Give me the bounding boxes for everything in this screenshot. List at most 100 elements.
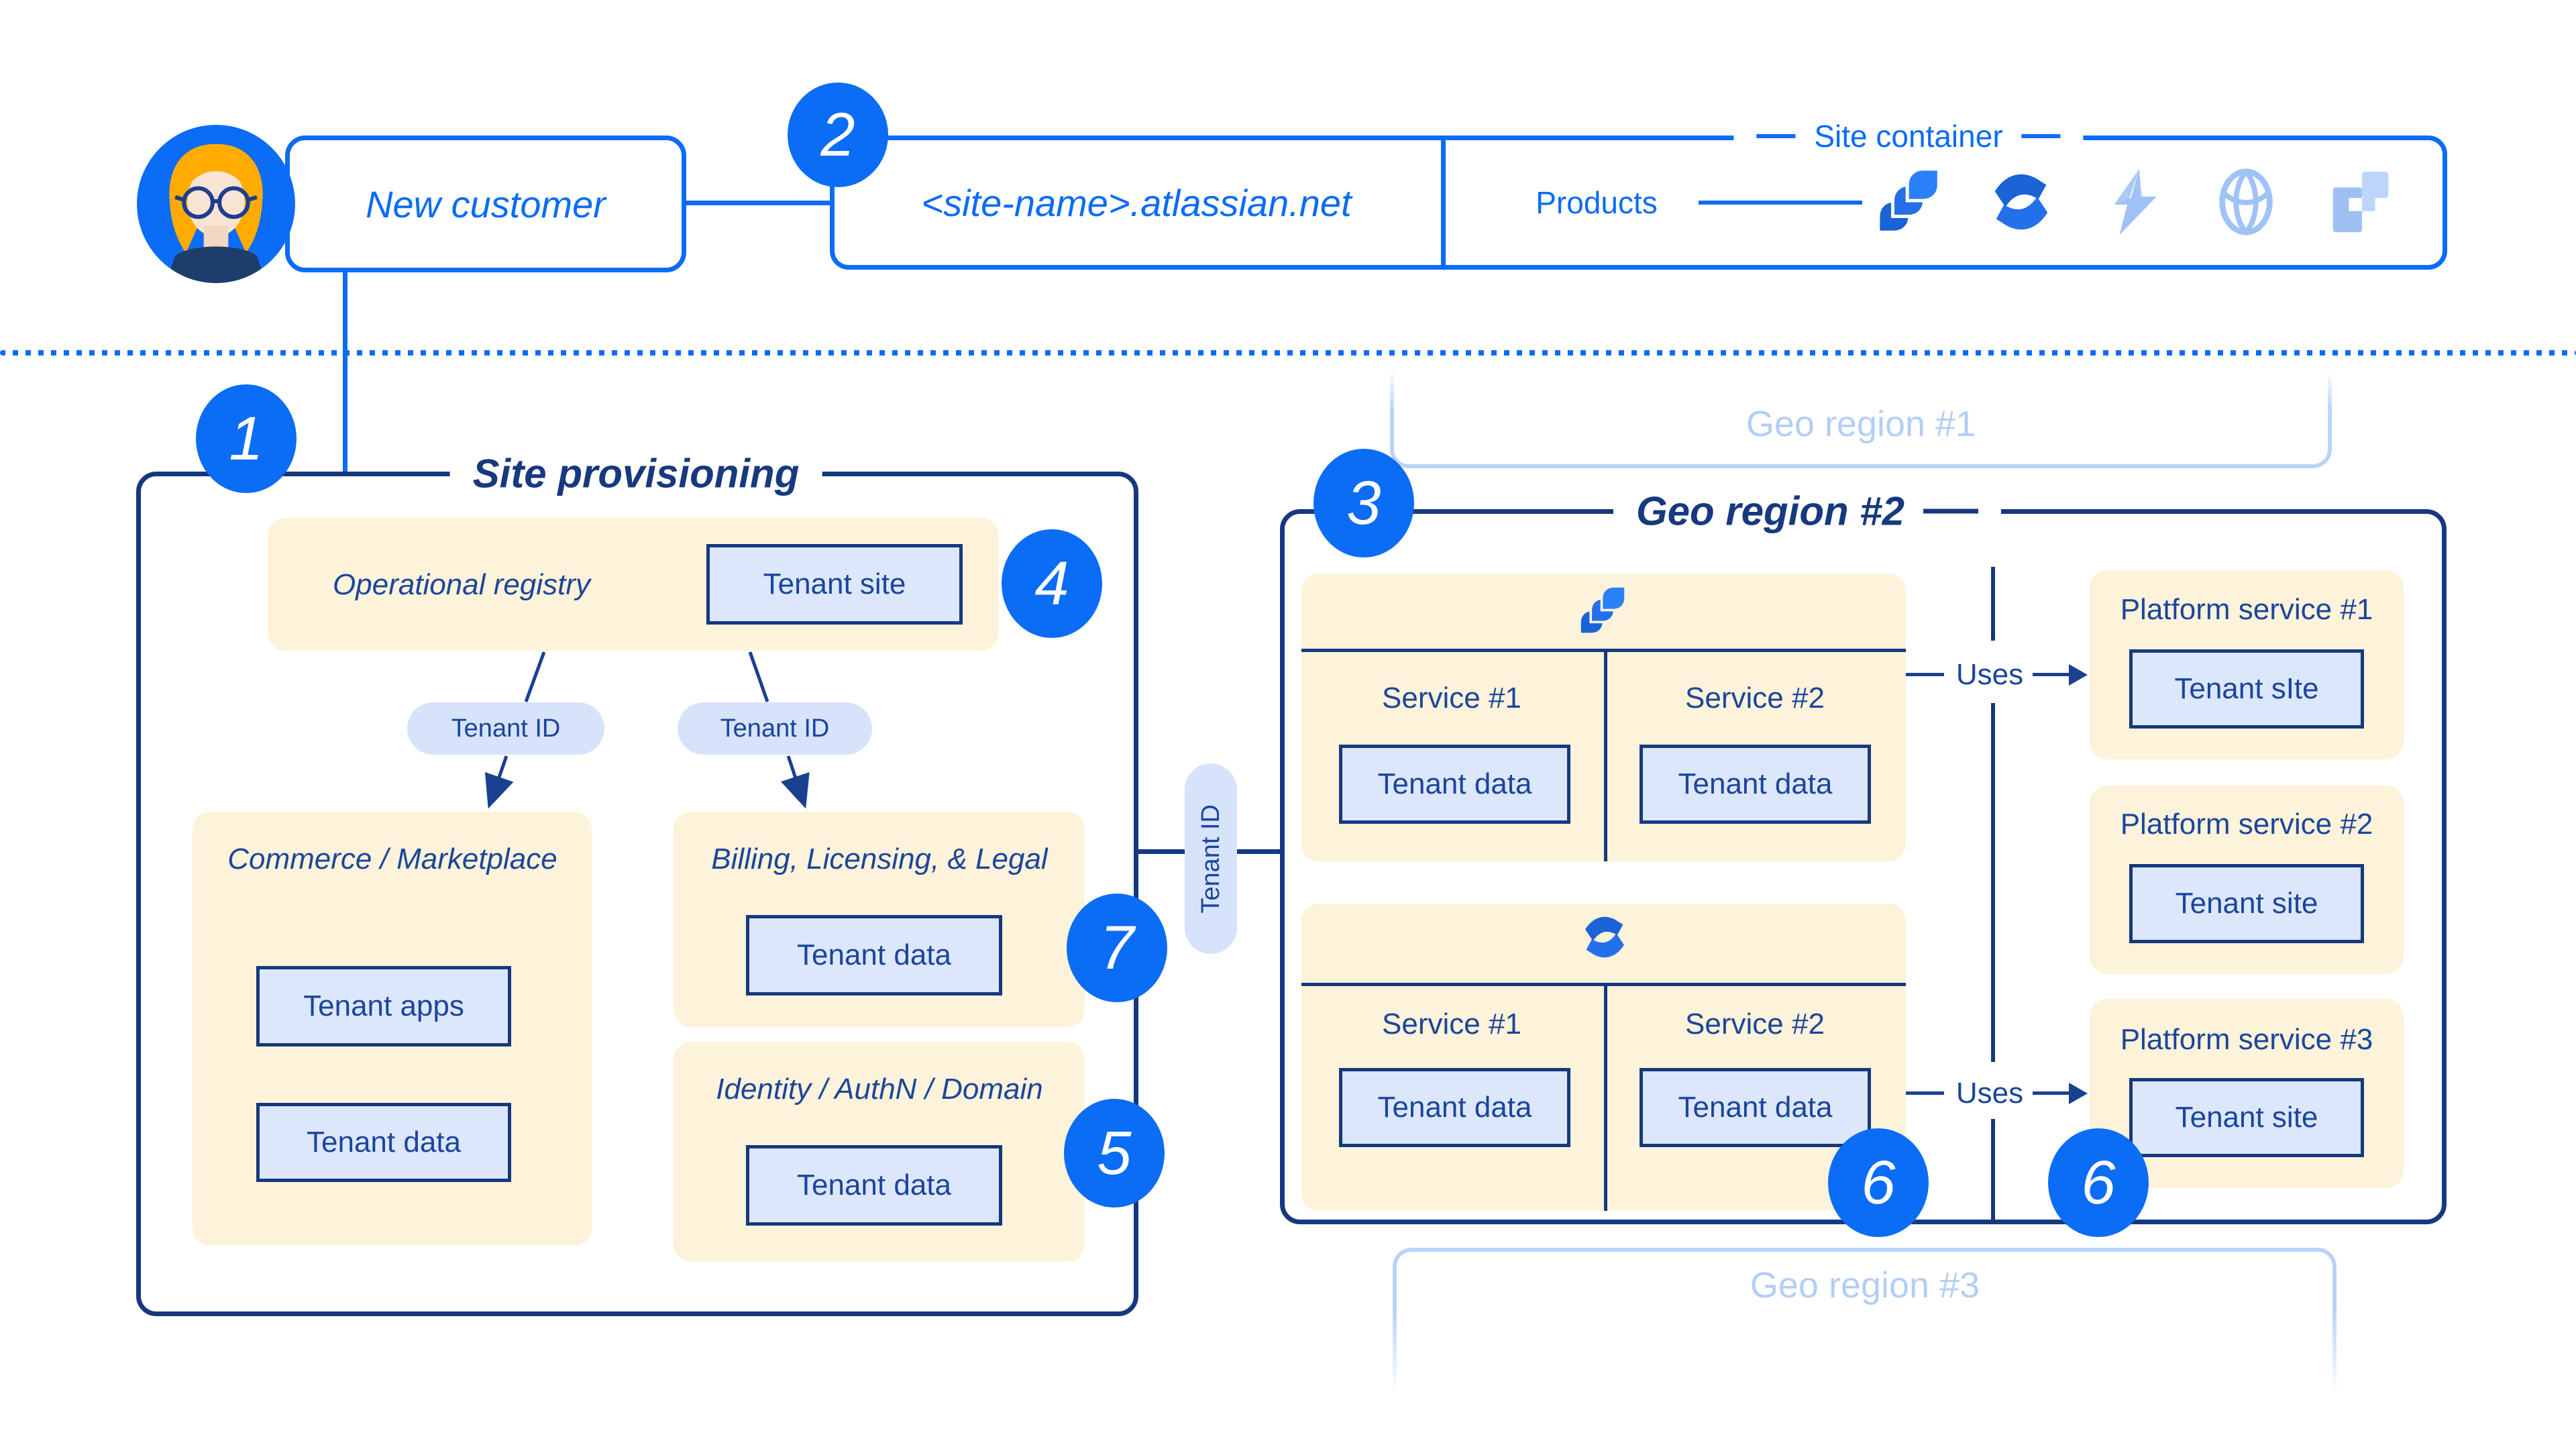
tenant-site-label: Tenant site	[2175, 1101, 2318, 1134]
step-badge-4: 4	[1002, 529, 1102, 638]
commerce-label: Commerce / Marketplace	[227, 843, 557, 875]
jira-services-rule	[1301, 649, 1906, 652]
service-1-label: Service #1	[1382, 682, 1521, 714]
jira-services-divider	[1604, 649, 1607, 861]
confluence-services-rule	[1301, 983, 1906, 986]
service-2-label: Service #2	[1685, 1008, 1825, 1040]
operational-registry-label: Operational registry	[333, 568, 590, 601]
title-dash-left	[1756, 134, 1796, 138]
uses-dash	[1906, 673, 1944, 676]
step-badge-3: 3	[1313, 449, 1414, 557]
products-line	[1699, 201, 1862, 205]
step-badge-7: 7	[1067, 894, 1167, 1002]
tenant-id-pill-vertical: Tenant ID	[1185, 763, 1237, 954]
tenant-site-box-registry: Tenant site	[706, 544, 963, 625]
geo2-divider-segment	[1991, 567, 1995, 641]
geo-region-2-title: Geo region #2	[1613, 488, 2002, 535]
tenant-id-label: Tenant ID	[720, 714, 830, 743]
geo2-divider-segment	[1991, 1119, 1995, 1220]
tenant-id-pill-right: Tenant ID	[678, 702, 872, 755]
tenant-apps-label: Tenant apps	[303, 989, 464, 1022]
badge-number: 4	[1034, 549, 1069, 618]
tenant-site-box-ps2: Tenant site	[2129, 864, 2364, 943]
confluence-icon	[1578, 911, 1631, 967]
badge-number: 1	[229, 404, 264, 473]
geo-region-1-fade	[1382, 360, 2341, 412]
new-customer-label: New customer	[366, 182, 606, 225]
geo-region-3-fade	[1382, 1309, 2348, 1424]
tenant-data-label: Tenant data	[797, 1169, 951, 1201]
blocks-icon	[2325, 166, 2396, 241]
badge-number: 7	[1099, 913, 1134, 982]
lightning-icon	[2100, 166, 2171, 241]
badge-number: 3	[1346, 468, 1381, 537]
avatar-icon	[137, 125, 295, 283]
platform-service-3-label: Platform service #3	[2120, 1023, 2373, 1056]
site-container-box	[830, 136, 2447, 270]
tenant-site-box-ps3: Tenant site	[2129, 1078, 2364, 1157]
badge-number: 6	[1861, 1148, 1896, 1217]
new-customer-box: New customer	[285, 136, 686, 272]
dotted-separator	[0, 350, 2576, 356]
geo2-divider-segment	[1991, 703, 1995, 1062]
customer-avatar	[134, 122, 298, 286]
platform-service-1-label: Platform service #1	[2120, 593, 2373, 626]
tenant-site-box-ps1: Tenant sIte	[2129, 649, 2364, 729]
uses-arrow-line	[2033, 1091, 2070, 1095]
geo-region-1-label: Geo region #1	[1746, 404, 1976, 444]
badge-number: 2	[820, 100, 855, 169]
tenant-data-box-confluence-s1: Tenant data	[1339, 1068, 1570, 1147]
products-label: Products	[1536, 185, 1658, 220]
site-name-cell: <site-name>.atlassian.net	[835, 140, 1438, 265]
tenant-data-label: Tenant data	[1678, 1091, 1833, 1124]
uses-arrowhead	[2069, 664, 2088, 686]
globe-icon	[2210, 166, 2282, 241]
uses-label: Uses	[1955, 1077, 2024, 1110]
tenant-data-label: Tenant data	[1377, 767, 1532, 800]
uses-dash	[1906, 1091, 1944, 1095]
tenant-data-label: Tenant data	[797, 938, 951, 971]
tenant-data-box-jira-s2: Tenant data	[1640, 745, 1871, 824]
tenant-data-label: Tenant data	[1377, 1091, 1532, 1124]
step-badge-6-right: 6	[2048, 1128, 2149, 1237]
tenant-data-box-identity: Tenant data	[746, 1145, 1002, 1226]
jira-icon	[1876, 166, 1947, 241]
site-container-label: Site container	[1814, 119, 2003, 154]
connector-customer-site	[686, 201, 830, 205]
step-badge-5: 5	[1064, 1099, 1165, 1208]
confluence-services-divider	[1604, 983, 1607, 1211]
tenant-id-label: Tenant ID	[451, 714, 561, 743]
identity-label: Identity / AuthN / Domain	[716, 1073, 1043, 1106]
service-1-label: Service #1	[1382, 1008, 1521, 1040]
tenant-site-label: Tenant site	[2175, 887, 2318, 920]
jira-icon	[1578, 584, 1631, 641]
title-dash-right	[1923, 508, 1979, 514]
geo-region-3-label: Geo region #3	[1750, 1265, 1980, 1305]
uses-label: Uses	[1955, 658, 2024, 691]
site-container-title: Site container	[1733, 118, 2084, 154]
step-badge-2: 2	[788, 83, 888, 187]
tenant-data-label: Tenant data	[1678, 767, 1833, 800]
uses-arrow-line	[2033, 673, 2070, 676]
badge-number: 6	[2081, 1148, 2116, 1217]
tenant-id-pill-left: Tenant ID	[407, 702, 604, 755]
uses-arrowhead	[2069, 1083, 2088, 1104]
tenant-id-label: Tenant ID	[1196, 804, 1225, 914]
site-provisioning-title: Site provisioning	[449, 450, 822, 497]
tenant-data-box-jira-s1: Tenant data	[1339, 745, 1570, 824]
tenant-data-box-commerce: Tenant data	[256, 1103, 511, 1182]
badge-number: 5	[1097, 1118, 1132, 1187]
billing-label: Billing, Licensing, & Legal	[711, 843, 1048, 875]
service-2-label: Service #2	[1685, 682, 1825, 714]
step-badge-6-left: 6	[1828, 1128, 1929, 1237]
site-container-divider	[1441, 140, 1446, 265]
tenant-data-label: Tenant data	[307, 1126, 461, 1159]
geo-region-1-box	[1390, 362, 2332, 468]
confluence-icon	[1986, 166, 2057, 241]
connector-customer-provisioning	[343, 272, 347, 472]
title-dash-right	[2021, 134, 2061, 138]
tenant-apps-box: Tenant apps	[256, 966, 511, 1046]
tenant-site-label: Tenant site	[763, 568, 906, 600]
tenant-data-box-confluence-s2: Tenant data	[1640, 1068, 1871, 1147]
